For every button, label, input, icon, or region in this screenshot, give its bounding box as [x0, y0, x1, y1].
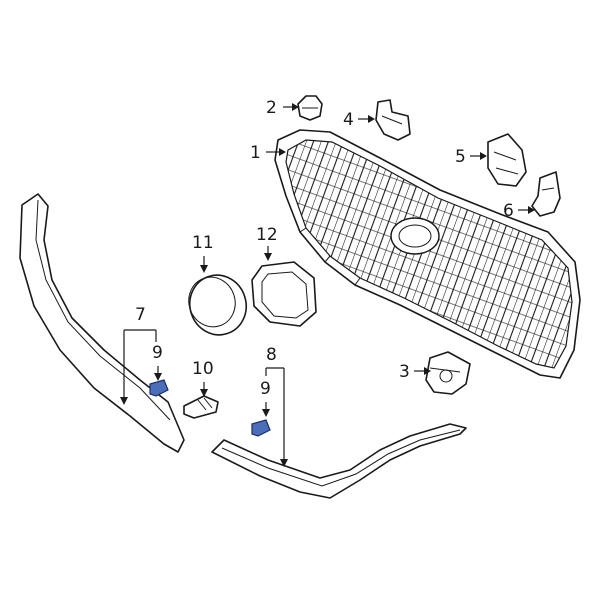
callout-6: 6 — [503, 201, 514, 221]
callout-7: 7 — [135, 305, 146, 325]
connector-part-10[interactable] — [183, 395, 219, 419]
air-guide-part-5[interactable] — [487, 133, 527, 187]
molding-part-8[interactable] — [211, 423, 467, 499]
callout-1: 1 — [250, 143, 261, 163]
clip-part-2[interactable] — [297, 95, 323, 121]
callout-5: 5 — [455, 147, 466, 167]
bracket-part-4[interactable] — [375, 99, 411, 141]
callout-12: 12 — [256, 225, 278, 245]
frame-part-12[interactable] — [251, 261, 317, 327]
callout-3: 3 — [399, 362, 410, 382]
clip-part-9a[interactable] — [149, 379, 169, 397]
callout-9b: 9 — [260, 379, 271, 399]
grille-part-1[interactable] — [274, 129, 581, 379]
leader-lines — [120, 103, 535, 467]
callout-4: 4 — [343, 110, 354, 130]
callout-11: 11 — [192, 233, 214, 253]
callout-9a: 9 — [152, 343, 163, 363]
callout-2: 2 — [266, 98, 277, 118]
emblem-part-11[interactable] — [182, 268, 254, 342]
clip-part-9b[interactable] — [251, 419, 271, 437]
bracket-part-6[interactable] — [531, 171, 561, 217]
callout-8: 8 — [266, 345, 277, 365]
bracket-part-3[interactable] — [425, 351, 471, 395]
callout-10: 10 — [192, 359, 214, 379]
molding-part-7[interactable] — [19, 193, 185, 453]
